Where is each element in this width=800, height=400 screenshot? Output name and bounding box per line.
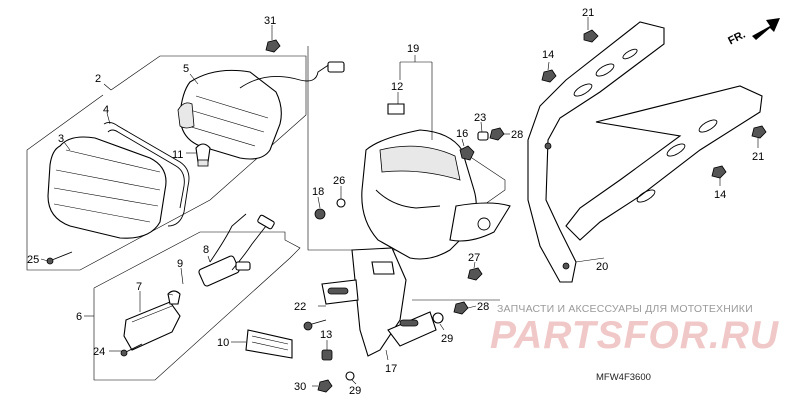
callout-12: 12 [391, 81, 403, 93]
watermark-caption: ЗАПЧАСТИ И АКСЕССУАРЫ ДЛЯ МОТОТЕХНИКИ [497, 303, 753, 315]
front-direction-arrow-icon [752, 18, 780, 40]
callout-24: 24 [93, 346, 105, 358]
grommet-18 [314, 208, 326, 220]
nut-14a [541, 69, 557, 83]
callout-14a: 14 [542, 49, 554, 61]
bolt-21a [583, 29, 599, 43]
callout-29a: 29 [441, 333, 453, 345]
nut-31 [265, 39, 281, 53]
callout-labels: 2 3 4 5 11 25 31 6 7 9 8 10 24 19 12 18 … [27, 7, 764, 397]
callout-18: 18 [312, 186, 324, 198]
bolt-30 [317, 379, 333, 393]
license-light-lens [123, 301, 181, 351]
nut-28a [489, 127, 505, 141]
callout-11: 11 [172, 149, 183, 161]
callout-10: 10 [217, 337, 229, 349]
callout-16: 16 [456, 128, 468, 140]
washer-29b [345, 371, 355, 381]
callout-25: 25 [27, 254, 39, 266]
license-light-group-outline [93, 231, 301, 381]
bolt-21b [751, 125, 767, 139]
callout-31: 31 [264, 15, 276, 27]
tail-light-housing [177, 61, 345, 160]
screw-25 [46, 251, 73, 265]
grommet-26 [336, 198, 346, 208]
callout-8: 8 [203, 244, 209, 256]
callout-19: 19 [407, 43, 419, 55]
callout-27: 27 [468, 252, 480, 264]
callout-28b: 28 [477, 301, 489, 313]
collar-13 [321, 349, 333, 361]
diagram-code: MFW4F3600 [596, 372, 651, 383]
callout-17: 17 [385, 363, 397, 375]
callout-30: 30 [294, 381, 306, 393]
callout-3: 3 [58, 133, 64, 145]
rear-fender [361, 103, 511, 260]
callout-28a: 28 [511, 129, 523, 141]
tail-light-gasket [103, 121, 190, 227]
tail-light-group-outline [26, 55, 307, 271]
callout-9: 9 [177, 258, 183, 270]
callout-23: 23 [474, 112, 486, 124]
callout-6: 6 [76, 311, 82, 323]
license-light-socket [198, 213, 275, 287]
license-bulb [167, 290, 181, 305]
callout-21a: 21 [582, 7, 594, 19]
screw-24 [120, 343, 143, 357]
tail-light-lens [47, 136, 167, 239]
tail-light-bulb [195, 143, 211, 167]
callout-29b: 29 [349, 385, 361, 397]
callout-22: 22 [294, 301, 306, 313]
grommet-16 [459, 145, 475, 161]
callout-5: 5 [183, 63, 189, 75]
watermark-brand: PARTSFOR.RU [490, 314, 780, 357]
callout-14b: 14 [714, 189, 726, 201]
callout-7: 7 [136, 281, 142, 293]
collar-23 [477, 131, 489, 141]
reflector [245, 329, 293, 359]
nut-28b [453, 301, 469, 315]
leader-lines [40, 17, 759, 387]
nut-14b [711, 165, 727, 179]
callout-21b: 21 [752, 151, 764, 163]
callout-4: 4 [103, 104, 109, 116]
nut-27 [467, 267, 483, 281]
callout-2: 2 [95, 73, 101, 85]
bolt-22 [303, 319, 327, 331]
license-bracket [321, 247, 437, 357]
callout-26: 26 [333, 175, 345, 187]
callout-13: 13 [320, 329, 332, 341]
callout-20: 20 [596, 261, 608, 273]
rear-grab-rail [527, 21, 763, 283]
washer-29a [432, 312, 444, 324]
